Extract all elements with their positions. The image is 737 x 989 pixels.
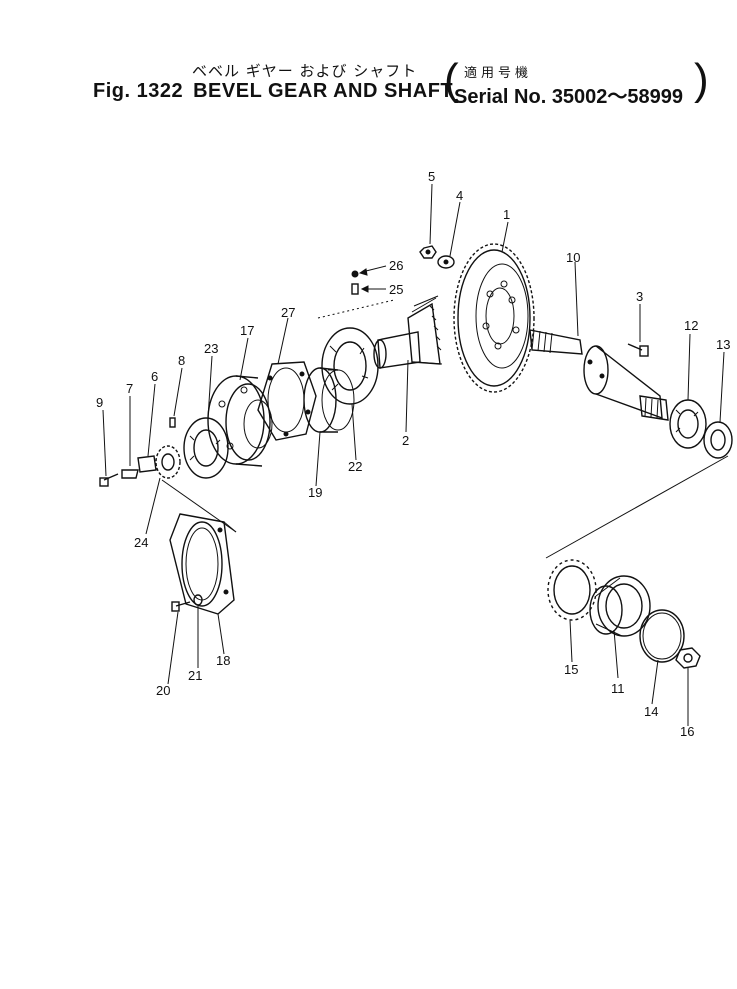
callout-labels: 1 2 3 4 5 6 7 8 9 10 11 12 13 14 15 16 1… <box>96 169 730 739</box>
lock-plate-4 <box>437 255 455 269</box>
output-shaft <box>529 329 669 421</box>
lock-nut-24 <box>155 445 181 479</box>
seal-13 <box>703 421 733 459</box>
callout-13: 13 <box>716 337 730 352</box>
nut-5 <box>419 245 437 259</box>
callout-2: 2 <box>402 433 409 448</box>
cover-18 <box>169 513 237 615</box>
callout-11: 11 <box>611 681 625 696</box>
o-ring-14 <box>639 609 685 663</box>
bearing-22 <box>321 327 379 405</box>
callout-8: 8 <box>178 353 185 368</box>
callout-17: 17 <box>240 323 254 338</box>
cage-17 <box>207 375 273 467</box>
bolt-20 <box>171 601 191 612</box>
leader-lines <box>102 183 725 726</box>
callout-1: 1 <box>503 207 510 222</box>
callout-4: 4 <box>456 188 463 203</box>
callout-24: 24 <box>134 535 148 550</box>
bolt-9 <box>99 473 119 487</box>
title-japanese: ベベル ギヤー および シャフト <box>192 62 418 80</box>
callout-26: 26 <box>389 258 403 273</box>
title-english-line: Fig. 1322 BEVEL GEAR AND SHAFT <box>93 80 463 103</box>
lock-plate-7 <box>121 469 139 479</box>
callout-6: 6 <box>151 369 158 384</box>
callout-12: 12 <box>684 318 698 333</box>
bolt-3 <box>627 343 649 357</box>
callout-9: 9 <box>96 395 103 410</box>
ball-26 <box>351 270 359 278</box>
bevel-pinion <box>373 295 443 369</box>
callout-14: 14 <box>644 704 658 719</box>
bearing-11 <box>589 575 651 637</box>
bearing-23 <box>183 417 229 479</box>
lock-ring-15 <box>547 559 597 621</box>
callout-23: 23 <box>204 341 218 356</box>
callout-5: 5 <box>428 169 435 184</box>
pin-25 <box>351 283 359 295</box>
serial-range: Serial No. 35002～58999 <box>454 86 684 108</box>
ring-gear <box>453 243 535 393</box>
assembly-lines <box>161 299 729 559</box>
callout-27: 27 <box>281 305 295 320</box>
callout-20: 20 <box>156 683 170 698</box>
applicable-label: 適用号機 <box>464 66 533 81</box>
sleeve-19 <box>303 367 355 433</box>
callout-22: 22 <box>348 459 362 474</box>
close-paren: ) <box>694 55 709 104</box>
figure-title: BEVEL GEAR AND SHAFT <box>193 80 454 102</box>
nut-16 <box>675 647 701 669</box>
lock-washer-6 <box>137 455 157 473</box>
pin-8 <box>169 417 176 428</box>
callout-15: 15 <box>564 662 578 677</box>
callout-19: 19 <box>308 485 322 500</box>
callout-25: 25 <box>389 282 403 297</box>
open-paren: ( <box>444 55 459 104</box>
callout-18: 18 <box>216 653 230 668</box>
bearing-12 <box>669 399 707 449</box>
callout-10: 10 <box>566 250 580 265</box>
figure-number: Fig. 1322 <box>93 80 184 102</box>
callout-7: 7 <box>126 381 133 396</box>
callout-3: 3 <box>636 289 643 304</box>
callout-21: 21 <box>188 668 202 683</box>
gasket-27 <box>257 361 317 441</box>
callout-16: 16 <box>680 724 694 739</box>
washer-21 <box>193 594 203 606</box>
